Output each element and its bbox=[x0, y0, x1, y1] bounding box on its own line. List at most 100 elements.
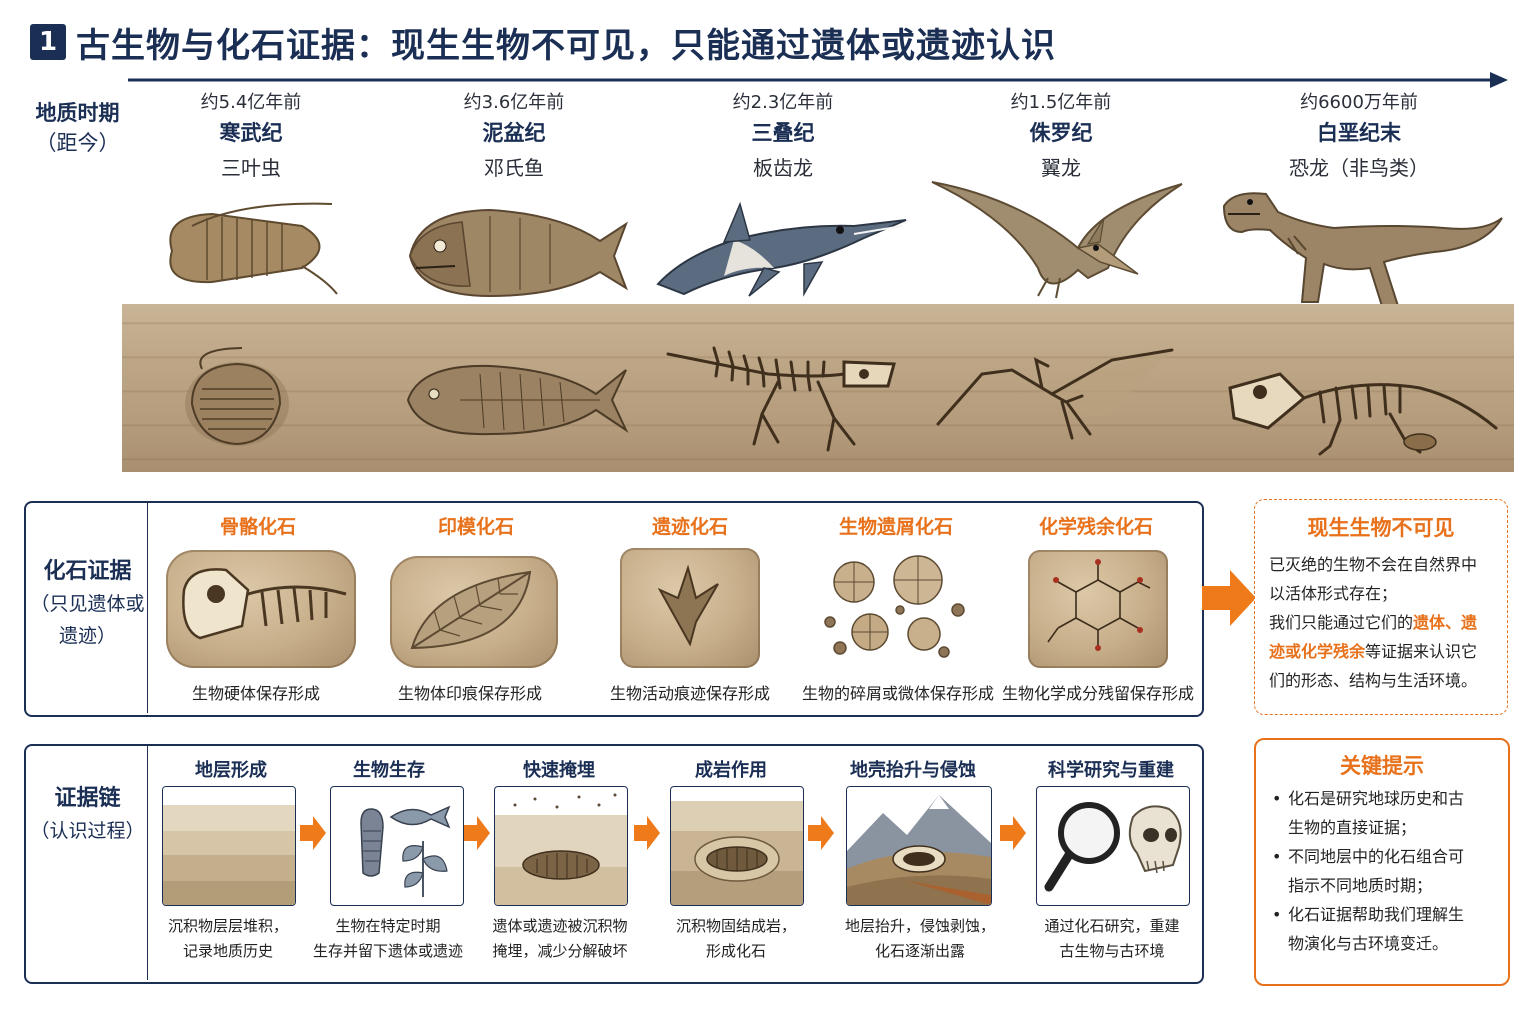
fossil-type-title: 印模化石 bbox=[437, 516, 514, 538]
reptile-skeleton-fossil-illustration bbox=[666, 346, 896, 452]
orange-chevron-arrow-icon bbox=[464, 816, 490, 850]
chain-step-desc: 生物在特定时期生存并留下遗体或遗迹 bbox=[312, 917, 463, 960]
pterosaur-illustration bbox=[931, 181, 1183, 299]
magnifier-skull-icon bbox=[1044, 802, 1182, 892]
organism-survival-image bbox=[330, 786, 464, 906]
evidence-label-main: 化石证据 bbox=[43, 559, 132, 584]
period-organism: 恐龙（非鸟类） bbox=[1289, 156, 1429, 180]
fish-fossil-illustration bbox=[406, 364, 629, 436]
chain-step-desc: 地层抬升，侵蚀剥蚀，化石逐渐出露 bbox=[844, 917, 995, 960]
bone-fossil-stone bbox=[166, 550, 356, 668]
evidence-chain-label: 证据链 （认识过程） bbox=[30, 783, 145, 847]
period-time: 约1.5亿年前 bbox=[1010, 92, 1112, 113]
period-name: 侏罗纪 bbox=[1029, 121, 1093, 145]
highlight-text: 迹或化学残余 bbox=[1269, 642, 1366, 661]
invisible-organisms-panel: 现生生物不可见 已灭绝的生物不会在自然界中 以活体形式存在； 我们只能通过它们的… bbox=[1254, 499, 1508, 715]
trilobite-fish-plant-icon bbox=[360, 805, 451, 897]
tyrannosaurus-illustration bbox=[1222, 192, 1503, 307]
fossil-type-desc: 生物化学成分残留保存形成 bbox=[1001, 684, 1194, 703]
orange-arrow-right-icon bbox=[1202, 570, 1256, 626]
page-title: 古生物与化石证据：现生生物不可见，只能通过遗体或遗迹认识 bbox=[76, 26, 1056, 66]
chain-step-desc: 遗体或遗迹被沉积物掩埋，减少分解破坏 bbox=[492, 917, 628, 960]
fossil-type-desc: 生物体印痕保存形成 bbox=[397, 684, 542, 703]
period-name: 泥盆纪 bbox=[482, 121, 546, 145]
geo-period-panel: 约5.4亿年前 寒武纪 三叶虫 约3.6亿年前 泥盆纪 邓氏鱼 bbox=[122, 88, 1514, 472]
fossil-type-title: 生物遗屑化石 bbox=[838, 516, 953, 538]
pterosaur-skeleton-fossil-illustration bbox=[936, 348, 1174, 440]
chemical-structure-icon bbox=[1047, 559, 1151, 651]
title-number-badge: 1 bbox=[30, 24, 66, 60]
period-late-cretaceous: 约6600万年前 白垩纪末 恐龙（非鸟类） bbox=[1204, 88, 1514, 472]
strata-layers-icon bbox=[163, 787, 295, 905]
tyrannosaurus-skeleton-fossil-illustration bbox=[1228, 372, 1498, 456]
geo-period-label: 地质时期 （距今） bbox=[20, 98, 135, 158]
buried-trilobite-icon bbox=[495, 793, 627, 905]
trilobite-illustration bbox=[169, 202, 338, 295]
period-cambrian: 约5.4亿年前 寒武纪 三叶虫 bbox=[122, 88, 380, 472]
dunkleosteus-illustration bbox=[408, 208, 629, 298]
period-organism: 三叶虫 bbox=[221, 156, 281, 180]
period-organism: 板齿龙 bbox=[753, 156, 813, 180]
evidence-label-sub1: （只见遗体或 bbox=[30, 593, 145, 615]
chain-step-title: 地壳抬升与侵蚀 bbox=[850, 760, 976, 781]
invisible-line: 我们只能通过它们的遗体、遗 bbox=[1269, 613, 1478, 632]
strata-formation-image bbox=[162, 786, 296, 906]
chain-step-title: 地层形成 bbox=[195, 760, 267, 781]
trace-fossil-stone bbox=[620, 548, 760, 668]
period-name: 三叠纪 bbox=[751, 121, 815, 145]
key-tips-title: 关键提示 bbox=[1340, 754, 1424, 778]
orange-chevron-arrow-icon bbox=[808, 816, 834, 850]
chain-label-main: 证据链 bbox=[54, 786, 121, 811]
orange-chevron-arrow-icon bbox=[300, 816, 326, 850]
placodus-marine-reptile-illustration bbox=[656, 201, 907, 297]
rock-fossil-icon bbox=[671, 801, 803, 905]
invisible-line: 已灭绝的生物不会在自然界中 bbox=[1269, 555, 1478, 574]
period-name: 寒武纪 bbox=[219, 121, 283, 145]
period-name: 白垩纪末 bbox=[1317, 121, 1401, 145]
footprint-trace-icon bbox=[657, 564, 719, 647]
fossil-type-desc: 生物活动痕迹保存形成 bbox=[609, 684, 770, 703]
chain-label-sub: （认识过程） bbox=[30, 820, 145, 842]
chain-step-desc: 通过化石研究，重建古生物与古环境 bbox=[1044, 917, 1180, 960]
chain-step-desc: 沉积物层层堆积，记录地质历史 bbox=[167, 917, 288, 960]
geo-label-main: 地质时期 bbox=[35, 101, 120, 125]
period-devonian: 约3.6亿年前 泥盆纪 邓氏鱼 bbox=[380, 88, 648, 472]
chemical-fossil-stone bbox=[1028, 550, 1168, 668]
period-jurassic: 约1.5亿年前 侏罗纪 翼龙 bbox=[918, 88, 1204, 472]
skull-bone-fossil-icon bbox=[182, 568, 347, 640]
lithification-image bbox=[670, 786, 804, 906]
fragment-microfossil-icon bbox=[824, 555, 965, 658]
invisible-title: 现生生物不可见 bbox=[1307, 516, 1455, 540]
invisible-line: 迹或化学残余等证据来认识它 bbox=[1269, 642, 1478, 661]
timeline-arrow-icon bbox=[128, 72, 1508, 88]
mountain-uplift-icon bbox=[847, 787, 991, 905]
period-organism: 邓氏鱼 bbox=[484, 156, 544, 180]
orange-chevron-arrow-icon bbox=[1000, 816, 1026, 850]
fossil-type-desc: 生物的碎屑或微体保存形成 bbox=[801, 684, 994, 703]
chain-step-desc: 沉积物固结成岩，形成化石 bbox=[675, 917, 796, 960]
invisible-line: 以活体形式存在； bbox=[1269, 584, 1398, 603]
invisible-text: 已灭绝的生物不会在自然界中 以活体形式存在； 我们只能通过它们的遗体、遗 迹或化… bbox=[1269, 550, 1505, 695]
imprint-fossil-stone bbox=[390, 556, 558, 668]
period-time: 约5.4亿年前 bbox=[200, 92, 302, 113]
orange-chevron-arrow-icon bbox=[634, 816, 660, 850]
period-triassic: 约2.3亿年前 三叠纪 板齿龙 bbox=[648, 88, 918, 472]
leaf-imprint-icon bbox=[410, 570, 532, 650]
trilobite-fossil-illustration bbox=[185, 347, 289, 446]
geo-label-sub: （距今） bbox=[35, 131, 120, 155]
highlight-text: 遗体、遗 bbox=[1413, 613, 1478, 632]
period-time: 约6600万年前 bbox=[1300, 92, 1418, 113]
evidence-label-sub2: 遗迹） bbox=[58, 625, 116, 647]
fossil-type-desc: 生物硬体保存形成 bbox=[191, 684, 320, 703]
chain-step-title: 科学研究与重建 bbox=[1048, 760, 1174, 781]
chain-step-title: 成岩作用 bbox=[695, 760, 767, 781]
fossil-type-title: 化学残余化石 bbox=[1038, 516, 1153, 538]
fossil-type-title: 遗迹化石 bbox=[651, 516, 728, 538]
chain-step-title: 快速掩埋 bbox=[523, 760, 595, 781]
rapid-burial-image bbox=[494, 786, 628, 906]
